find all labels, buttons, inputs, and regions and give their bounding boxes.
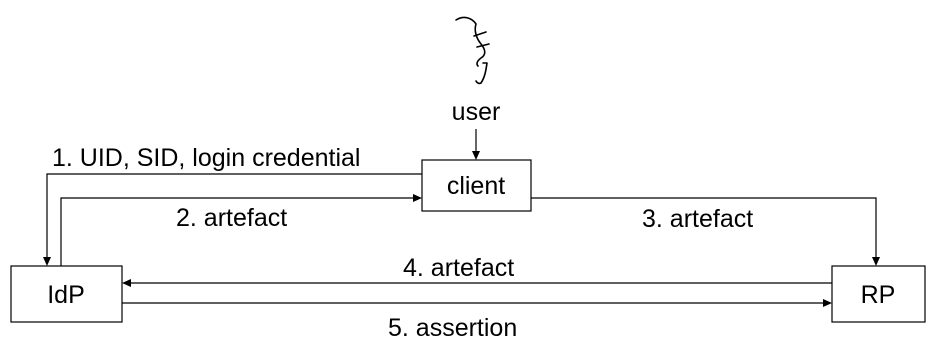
step1-arrowhead <box>43 257 51 266</box>
client-node: client <box>421 159 532 212</box>
step3-arrowhead <box>872 257 880 266</box>
step1-label: 1. UID, SID, login credential <box>52 144 360 172</box>
idp-box <box>10 265 123 323</box>
user-to-client-arrowhead <box>472 151 480 160</box>
step4-label: 4. artefact <box>403 254 514 282</box>
step3-label: 3. artefact <box>642 205 753 233</box>
step1-path <box>46 173 422 258</box>
idp-node: IdP <box>10 265 123 323</box>
step3-path <box>531 197 877 258</box>
client-label: client <box>447 172 505 200</box>
idp-label: IdP <box>47 281 85 309</box>
user-label: user <box>452 98 501 126</box>
step5-label: 5. assertion <box>388 314 517 339</box>
rp-label: RP <box>861 281 896 309</box>
step4-arrowhead <box>122 279 131 287</box>
step2-path <box>60 197 414 266</box>
step2-arrowhead <box>413 194 422 202</box>
step2-label: 2. artefact <box>176 204 287 232</box>
rp-node: RP <box>831 265 926 323</box>
client-box <box>421 159 532 212</box>
user-figure-icon <box>455 16 490 85</box>
rp-box <box>831 265 926 323</box>
step5-arrowhead <box>823 299 832 307</box>
